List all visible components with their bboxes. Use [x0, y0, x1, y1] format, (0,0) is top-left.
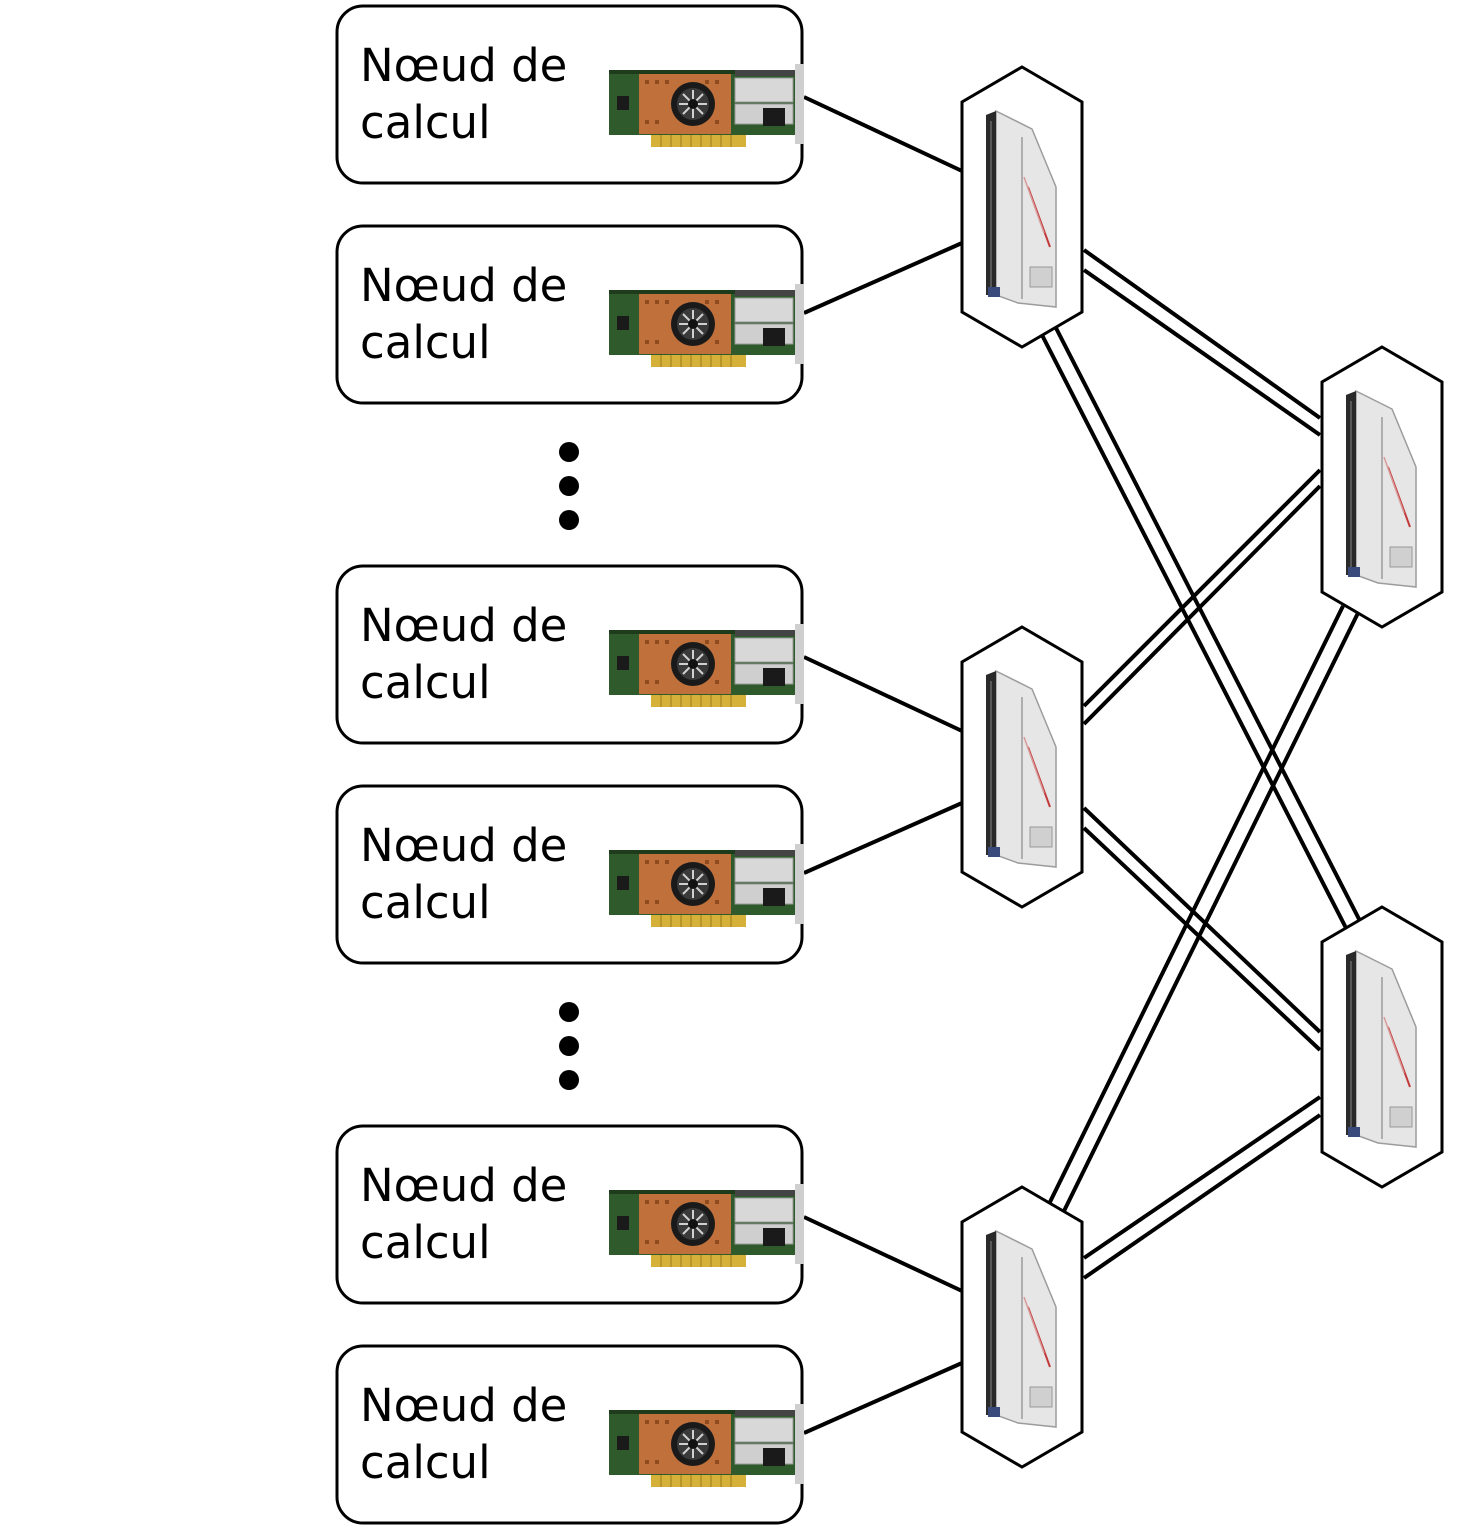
network-card-icon — [608, 843, 805, 928]
node-label-line2: calcul — [360, 1436, 491, 1489]
uplink-cables — [1040, 248, 1362, 1280]
network-card-icon — [608, 1183, 805, 1268]
cable-node-4 — [803, 801, 963, 875]
cable-node-2 — [803, 241, 963, 315]
node-label-line2: calcul — [360, 316, 491, 369]
uplink-leaf2-spine2 — [1082, 806, 1322, 1052]
cable-node-6 — [803, 1361, 963, 1435]
node-label-line1: Nœud de — [360, 259, 567, 312]
node-label-line1: Nœud de — [360, 819, 567, 872]
node-cables — [803, 95, 963, 1435]
spine-switch — [1320, 905, 1444, 1189]
leaf-switch — [960, 625, 1084, 909]
leaf-switch — [960, 1185, 1084, 1469]
compute-node: Nœud de calcul — [335, 1344, 805, 1525]
uplink-leaf1-spine1 — [1082, 248, 1322, 437]
compute-node: Nœud de calcul — [335, 4, 805, 185]
compute-node: Nœud de calcul — [335, 784, 805, 965]
network-card-icon — [608, 1403, 805, 1488]
node-label-line1: Nœud de — [360, 599, 567, 652]
more-nodes-ellipsis — [559, 442, 579, 530]
uplink-leaf3-spine2 — [1082, 1095, 1322, 1280]
cable-node-1 — [803, 95, 963, 173]
cable-node-5 — [803, 1215, 963, 1293]
uplink-leaf3-spine1 — [1047, 605, 1360, 1212]
spine-switch — [1320, 345, 1444, 629]
node-label-line1: Nœud de — [360, 39, 567, 92]
cable-node-3 — [803, 655, 963, 733]
node-label-line2: calcul — [360, 1216, 491, 1269]
node-label-line2: calcul — [360, 96, 491, 149]
uplink-leaf1-spine2 — [1040, 327, 1362, 929]
node-label-line1: Nœud de — [360, 1159, 567, 1212]
network-card-icon — [608, 283, 805, 368]
network-card-icon — [608, 63, 805, 148]
node-label-line2: calcul — [360, 876, 491, 929]
compute-node: Nœud de calcul — [335, 224, 805, 405]
compute-node: Nœud de calcul — [335, 1124, 805, 1305]
node-label-line1: Nœud de — [360, 1379, 567, 1432]
compute-node: Nœud de calcul — [335, 564, 805, 745]
leaf-switch — [960, 65, 1084, 349]
node-label-line2: calcul — [360, 656, 491, 709]
uplink-leaf2-spine1 — [1082, 468, 1322, 726]
more-nodes-ellipsis — [559, 1002, 579, 1090]
network-card-icon — [608, 623, 805, 708]
